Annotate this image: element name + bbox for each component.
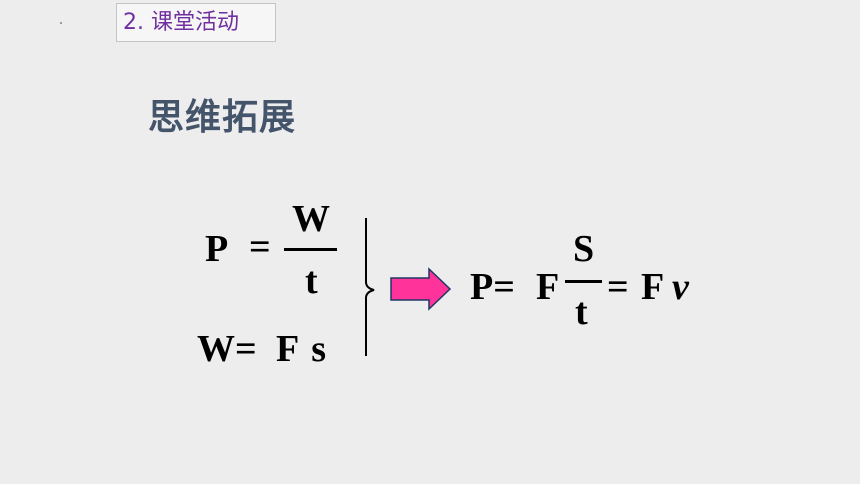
work-numerator: W (292, 198, 330, 240)
power-symbol: P (205, 228, 229, 270)
arrow-right-icon (390, 267, 452, 311)
section-label: 2. 课堂活动 (116, 3, 276, 42)
time-denominator: t (305, 260, 318, 302)
result-fraction-bar (565, 280, 602, 283)
fraction-bar (284, 248, 337, 251)
equals-sign: = (249, 226, 271, 268)
decorative-dot (60, 22, 62, 24)
work-lhs: W= (197, 328, 257, 370)
result-equals: = (607, 266, 629, 308)
velocity-symbol: v (672, 266, 689, 308)
distance-numerator: S (573, 228, 595, 270)
force-distance: F s (276, 328, 327, 370)
result-time-denominator: t (575, 291, 588, 333)
page-heading: 思维拓展 (148, 97, 297, 138)
result-force-2: F (641, 266, 665, 308)
result-lhs: P= (470, 266, 515, 308)
result-force: F (536, 266, 560, 308)
right-brace (365, 218, 375, 356)
